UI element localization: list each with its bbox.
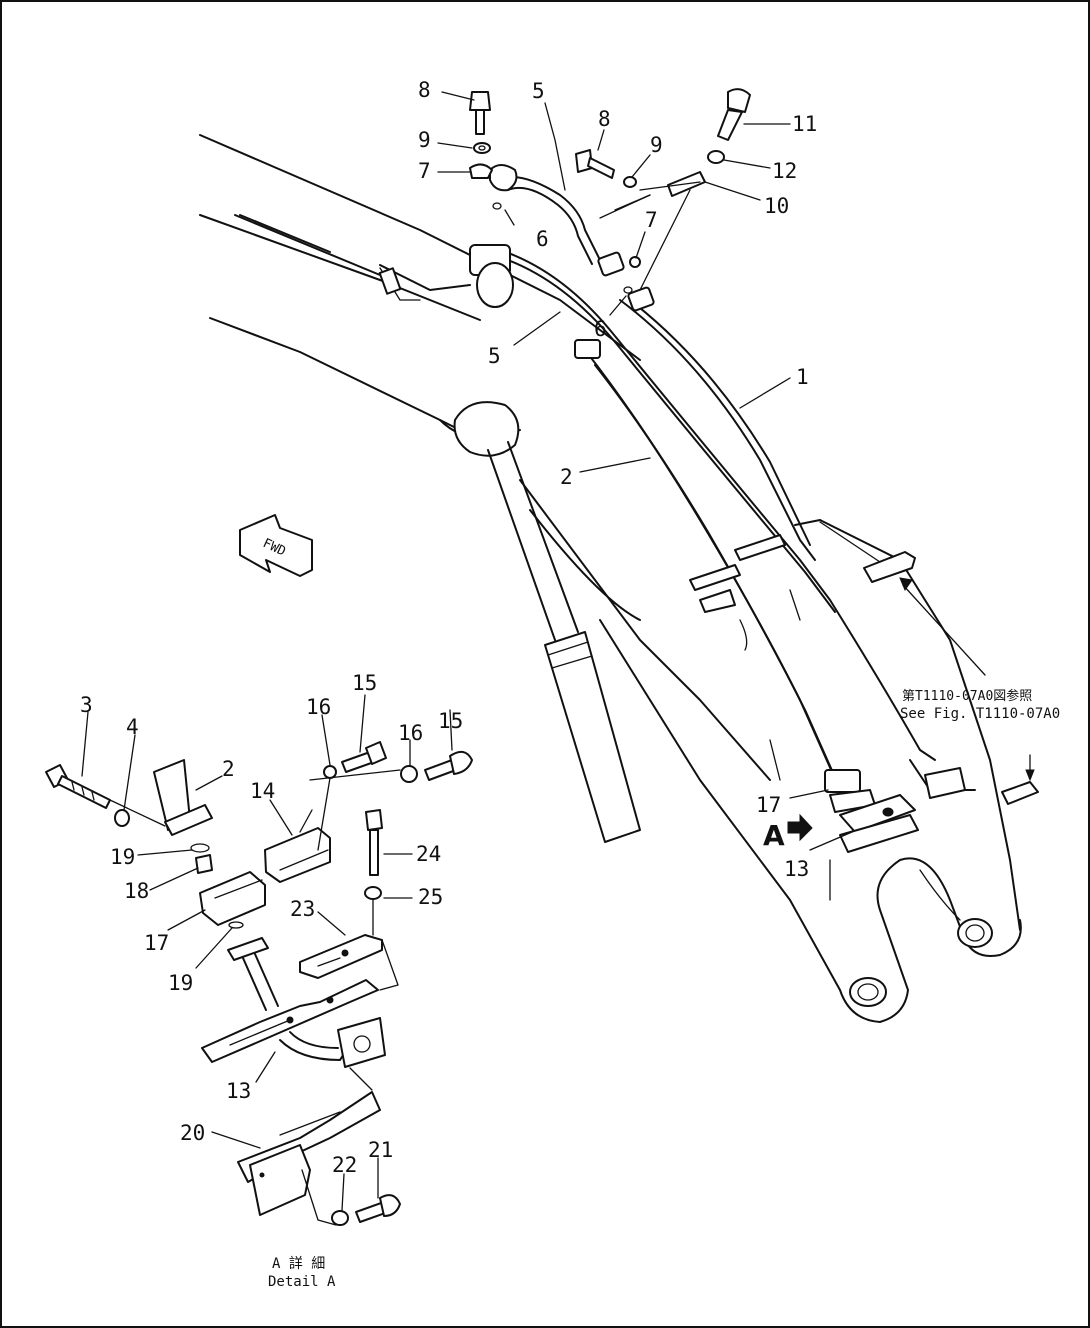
reference-note-english: See Fig. T1110-07A0 xyxy=(900,706,1060,722)
label-17-detail: 17 xyxy=(144,931,169,955)
label-24: 24 xyxy=(416,842,441,866)
label-16-a: 16 xyxy=(306,695,331,719)
label-8-left: 8 xyxy=(418,78,431,102)
reference-note-japanese: 第T1110-07A0図参照 xyxy=(902,688,1032,704)
label-21: 21 xyxy=(368,1138,393,1162)
label-7-right: 7 xyxy=(645,208,658,232)
label-7-left: 7 xyxy=(418,159,431,183)
label-17-main: 17 xyxy=(756,793,781,817)
label-2-detail: 2 xyxy=(222,757,235,781)
part-labels-detail: 3 4 2 14 16 15 16 15 19 18 24 25 23 17 1… xyxy=(80,671,463,1177)
hydraulic-piping xyxy=(234,164,976,853)
label-15-b: 15 xyxy=(438,709,463,733)
label-8-right: 8 xyxy=(598,107,611,131)
detail-caption-english: Detail A xyxy=(268,1274,336,1290)
label-6-right: 6 xyxy=(594,317,607,341)
part-labels-main: 8 9 7 5 8 9 11 12 10 7 6 6 5 1 2 17 13 xyxy=(418,78,817,881)
label-19-b: 19 xyxy=(168,971,193,995)
label-9-left: 9 xyxy=(418,128,431,152)
boom xyxy=(199,134,1022,1023)
label-25: 25 xyxy=(418,885,443,909)
label-2-main: 2 xyxy=(560,465,573,489)
detail-caption-japanese: A 詳 細 xyxy=(272,1256,325,1272)
detail-arrow-label: A xyxy=(763,819,785,852)
label-13-detail: 13 xyxy=(226,1079,251,1103)
leader-lines-main xyxy=(437,91,986,851)
label-22: 22 xyxy=(332,1153,357,1177)
fwd-indicator: FWD xyxy=(239,514,313,577)
label-5-top: 5 xyxy=(532,79,545,103)
label-23: 23 xyxy=(290,897,315,921)
label-13-main: 13 xyxy=(784,857,809,881)
label-3: 3 xyxy=(80,693,93,717)
boom-cylinder xyxy=(453,401,641,843)
label-9-right: 9 xyxy=(650,133,663,157)
label-4: 4 xyxy=(126,715,139,739)
label-14: 14 xyxy=(250,779,275,803)
label-19-a: 19 xyxy=(110,845,135,869)
label-11: 11 xyxy=(792,112,817,136)
label-18: 18 xyxy=(124,879,149,903)
detail-caption: A 詳 細 Detail A xyxy=(268,1256,336,1290)
detail-a xyxy=(45,741,473,1226)
label-1: 1 xyxy=(796,365,809,389)
reference-note: 第T1110-07A0図参照 See Fig. T1110-07A0 xyxy=(900,688,1060,722)
label-15-a: 15 xyxy=(352,671,377,695)
label-5-mid: 5 xyxy=(488,344,501,368)
leader-lines-detail xyxy=(81,694,453,1211)
label-16-b: 16 xyxy=(398,721,423,745)
top-hardware xyxy=(469,88,1039,805)
label-10: 10 xyxy=(764,194,789,218)
detail-a-pointer: A xyxy=(763,813,813,852)
label-20: 20 xyxy=(180,1121,205,1145)
label-12: 12 xyxy=(772,159,797,183)
label-6-left: 6 xyxy=(536,227,549,251)
